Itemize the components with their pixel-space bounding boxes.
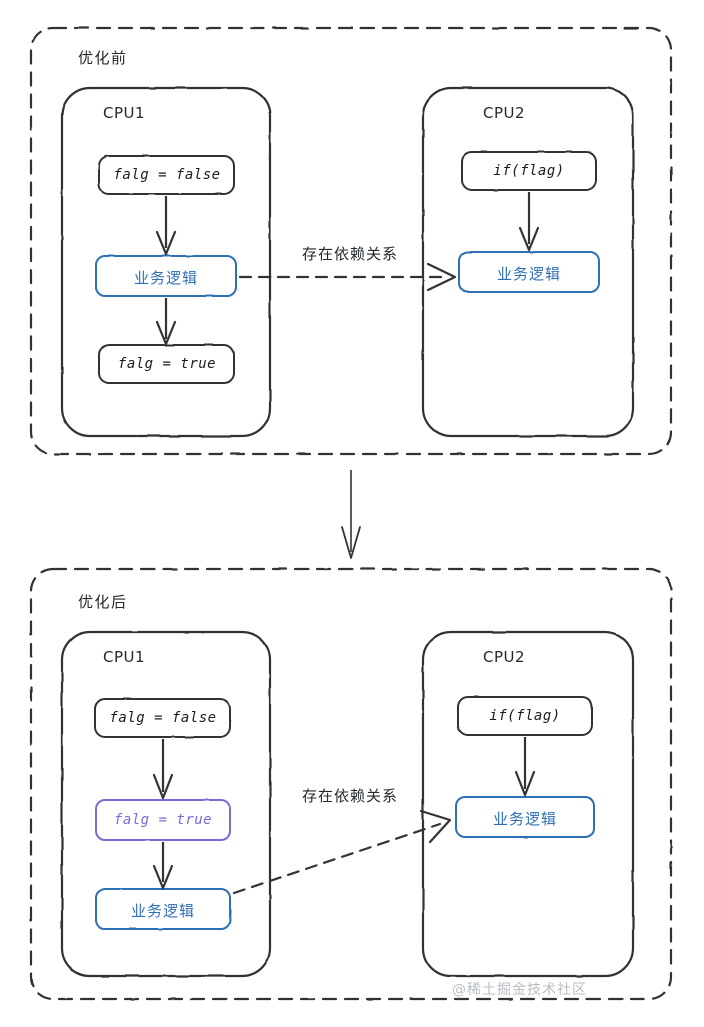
- arrow-before-cpu1-1-2: [155, 298, 177, 346]
- dependency-arrow-before: [238, 262, 457, 292]
- arrow-after-cpu1-0-1: [152, 739, 174, 800]
- dependency-arrow-after: [232, 809, 452, 895]
- arrow-before-cpu1-0-1: [155, 196, 177, 256]
- node-before-cpu1-0: [98, 155, 235, 195]
- node-before-cpu2-1: [458, 251, 600, 293]
- arrow-after-cpu2-0-1: [514, 737, 536, 797]
- transition-arrow: [341, 470, 361, 559]
- section-after-border: [29, 567, 673, 1001]
- node-before-cpu1-1: [95, 255, 237, 297]
- node-after-cpu1-1: [95, 799, 231, 841]
- node-before-cpu1-2: [98, 344, 235, 384]
- section-before-border: [29, 26, 673, 456]
- node-after-cpu1-2: [95, 888, 231, 930]
- section-after: [29, 567, 673, 1001]
- node-after-cpu1-0: [94, 698, 231, 738]
- section-before: [29, 26, 673, 456]
- arrow-before-cpu2-0-1: [518, 192, 540, 252]
- arrow-after-cpu1-1-2: [152, 842, 174, 890]
- node-after-cpu2-1: [455, 796, 595, 838]
- node-before-cpu2-0: [461, 151, 597, 191]
- node-after-cpu2-0: [457, 696, 593, 736]
